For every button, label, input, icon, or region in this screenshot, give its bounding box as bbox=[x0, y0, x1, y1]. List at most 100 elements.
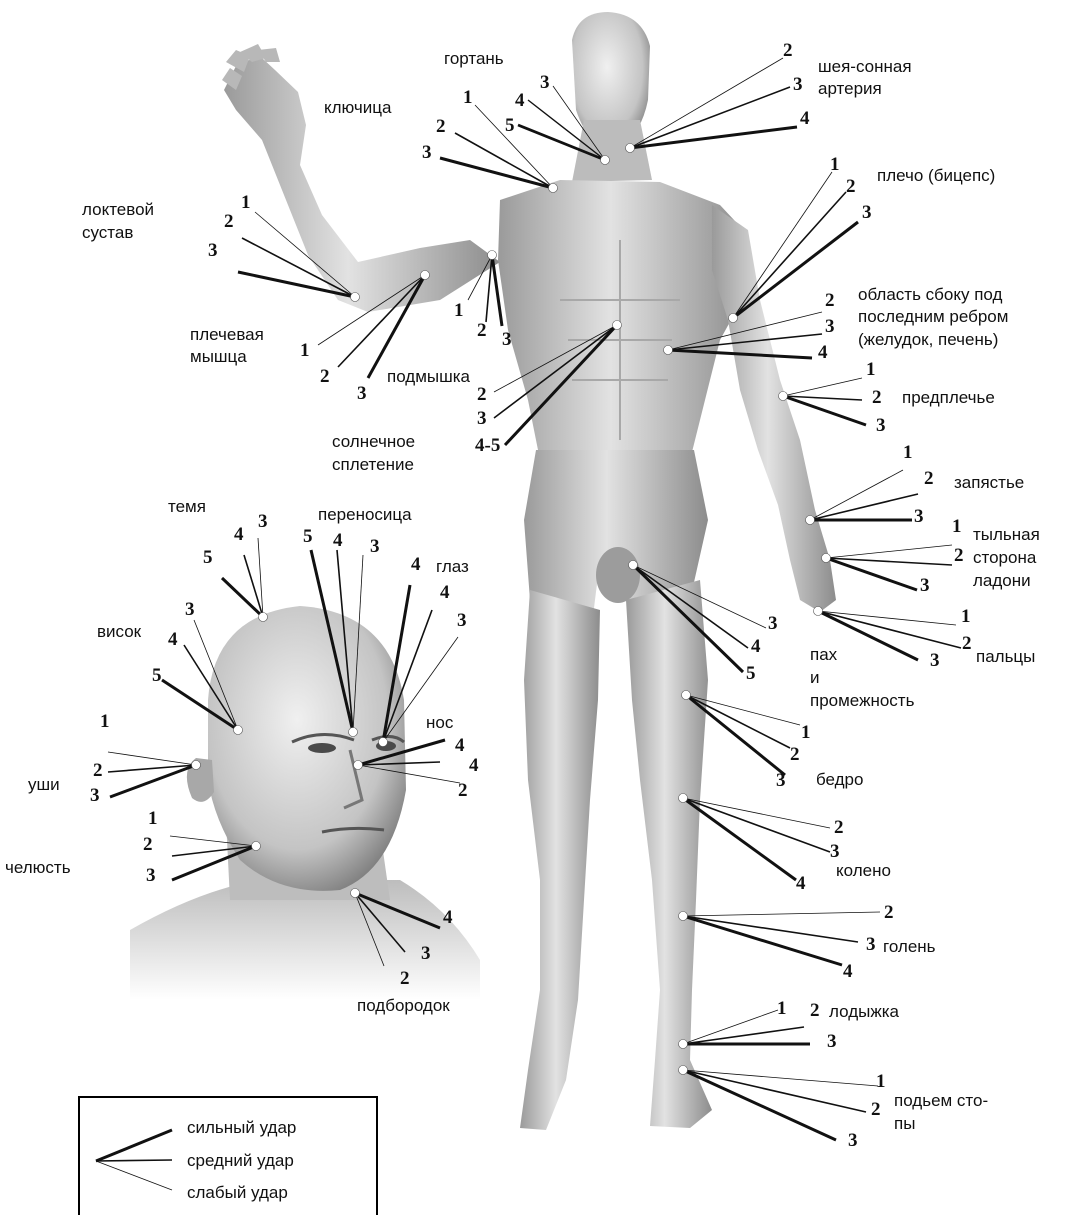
label-podborodok: подбородок bbox=[357, 996, 450, 1015]
num-ear-3: 3 bbox=[90, 785, 100, 806]
num-shin-4: 4 bbox=[843, 961, 853, 982]
legend: сильный удар средний удар слабый удар bbox=[79, 1097, 377, 1215]
label-pah-line2: и bbox=[810, 668, 820, 687]
num-jaw-3: 3 bbox=[146, 865, 156, 886]
dot-ear bbox=[192, 761, 201, 770]
num-elbow-3: 3 bbox=[208, 240, 218, 261]
dot-knee bbox=[679, 794, 688, 803]
num-biceps-3: 3 bbox=[862, 202, 872, 223]
label-lodyzhka: лодыжка bbox=[829, 1002, 900, 1021]
dot-eye bbox=[379, 738, 388, 747]
label-chelyust: челюсть bbox=[5, 858, 71, 877]
dot-jaw bbox=[252, 842, 261, 851]
num-elbow-2: 2 bbox=[224, 211, 234, 232]
num-wrist-3: 3 bbox=[914, 506, 924, 527]
legend-line-medium bbox=[96, 1160, 172, 1161]
dot-fingers bbox=[814, 607, 823, 616]
num-forearm-3: 3 bbox=[876, 415, 886, 436]
num-neck-5: 5 bbox=[505, 115, 515, 136]
dot-nose bbox=[354, 761, 363, 770]
label-pah-line3: промежность bbox=[810, 691, 915, 710]
num-eye-3: 3 bbox=[457, 610, 467, 631]
label-bedro: бедро bbox=[816, 770, 863, 789]
dot-gortan bbox=[549, 184, 558, 193]
num-neck-r4: 4 bbox=[800, 108, 810, 129]
num-groin-5: 5 bbox=[746, 663, 756, 684]
num-nose-4b: 4 bbox=[469, 755, 479, 776]
num-instep-3: 3 bbox=[848, 1130, 858, 1151]
num-bridge-5: 5 bbox=[303, 526, 313, 547]
num-chin-3: 3 bbox=[421, 943, 431, 964]
legend-strong-label: сильный удар bbox=[187, 1118, 296, 1137]
num-thigh-2: 2 bbox=[790, 744, 800, 765]
num-hand-1: 1 bbox=[952, 516, 962, 537]
dot-shin bbox=[679, 912, 688, 921]
legend-medium-label: средний удар bbox=[187, 1151, 294, 1170]
label-koleno: колено bbox=[836, 861, 891, 880]
num-armpit-1: 1 bbox=[454, 300, 464, 321]
dot-back-of-hand bbox=[822, 554, 831, 563]
num-upperarm-2: 2 bbox=[320, 366, 330, 387]
label-oblast-line3: (желудок, печень) bbox=[858, 330, 998, 349]
num-thigh-1: 1 bbox=[801, 722, 811, 743]
dot-thigh bbox=[682, 691, 691, 700]
label-plechevaya-line1: плечевая bbox=[190, 325, 264, 344]
num-groin-3: 3 bbox=[768, 613, 778, 634]
dot-temple bbox=[234, 726, 243, 735]
num-knee-3: 3 bbox=[830, 841, 840, 862]
num-bridge-4: 4 bbox=[333, 530, 343, 551]
num-knee-2: 2 bbox=[834, 817, 844, 838]
label-golen: голень bbox=[883, 937, 936, 956]
dot-neck-left bbox=[601, 156, 610, 165]
num-chin-4: 4 bbox=[443, 907, 453, 928]
num-eye-4b: 4 bbox=[440, 582, 450, 603]
num-groin-4: 4 bbox=[751, 636, 761, 657]
num-crown-5: 5 bbox=[203, 547, 213, 568]
label-tylnaya-line1: тыльная bbox=[973, 525, 1040, 544]
dot-elbow bbox=[351, 293, 360, 302]
num-elbow-1: 1 bbox=[241, 192, 251, 213]
num-ankle-1: 1 bbox=[777, 998, 787, 1019]
num-fingers-1: 1 bbox=[961, 606, 971, 627]
num-instep-1: 1 bbox=[876, 1071, 886, 1092]
num-upperarm-3: 3 bbox=[357, 383, 367, 404]
num-solar-3: 3 bbox=[477, 408, 487, 429]
num-ribs-2: 2 bbox=[825, 290, 835, 311]
dot-instep bbox=[679, 1066, 688, 1075]
num-gortan-3: 3 bbox=[422, 142, 432, 163]
label-visok: висок bbox=[97, 622, 142, 641]
label-solnechnoe-line1: солнечное bbox=[332, 432, 415, 451]
dot-crown bbox=[259, 613, 268, 622]
label-solnechnoe-line2: сплетение bbox=[332, 455, 414, 474]
dot-upper-arm bbox=[421, 271, 430, 280]
dot-chin bbox=[351, 889, 360, 898]
num-upperarm-1: 1 bbox=[300, 340, 310, 361]
dot-ribs bbox=[664, 346, 673, 355]
left-leg bbox=[626, 580, 712, 1128]
body-torso bbox=[498, 180, 748, 460]
num-ear-2: 2 bbox=[93, 760, 103, 781]
num-temple-3: 3 bbox=[185, 599, 195, 620]
right-leg bbox=[520, 590, 600, 1130]
num-ribs-3: 3 bbox=[825, 316, 835, 337]
num-ankle-3: 3 bbox=[827, 1031, 837, 1052]
dot-solar-plexus bbox=[613, 321, 622, 330]
num-nose-4a: 4 bbox=[455, 735, 465, 756]
closeup-eye-right bbox=[308, 743, 336, 753]
label-tylnaya-line3: ладони bbox=[973, 571, 1031, 590]
label-oblast-line1: область сбоку под bbox=[858, 285, 1002, 304]
label-loktevoy-line2: сустав bbox=[82, 223, 133, 242]
num-shin-2: 2 bbox=[884, 902, 894, 923]
num-nose-2: 2 bbox=[458, 780, 468, 801]
legend-weak-label: слабый удар bbox=[187, 1183, 288, 1202]
label-plecho: плечо (бицепс) bbox=[877, 166, 995, 185]
num-knee-4: 4 bbox=[796, 873, 806, 894]
num-shin-3: 3 bbox=[866, 934, 876, 955]
label-zapyastye: запястье bbox=[954, 473, 1024, 492]
num-hand-3: 3 bbox=[920, 575, 930, 596]
num-forearm-1: 1 bbox=[866, 359, 876, 380]
label-podyem-line1: подьем сто- bbox=[894, 1091, 988, 1110]
groin-shade bbox=[596, 547, 640, 603]
